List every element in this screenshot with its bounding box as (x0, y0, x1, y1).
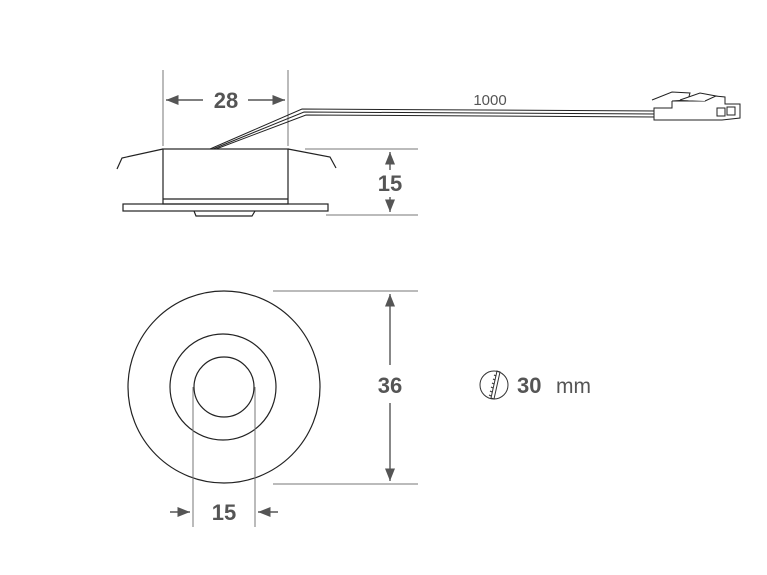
lens-dimension-label: 15 (212, 500, 236, 525)
saw-cutout-icon (479, 370, 509, 400)
diameter-dimension-label: 36 (378, 373, 402, 398)
connector-plug (651, 91, 741, 121)
flange (122, 203, 329, 212)
outer-ring (127, 290, 321, 484)
cutout-value: 30 (517, 373, 541, 398)
side-view (116, 70, 741, 217)
width-dimension-label: 28 (214, 88, 238, 113)
cutout-unit: mm (556, 375, 591, 398)
spring-clip (116, 148, 164, 170)
lens (193, 210, 256, 217)
housing (162, 148, 289, 205)
middle-ring (169, 333, 277, 441)
lens-ring (193, 356, 255, 418)
height-dimension-label: 15 (378, 171, 402, 196)
spring-clip (287, 148, 337, 169)
front-view (127, 290, 418, 527)
cable-length-label: 1000 (473, 92, 506, 109)
